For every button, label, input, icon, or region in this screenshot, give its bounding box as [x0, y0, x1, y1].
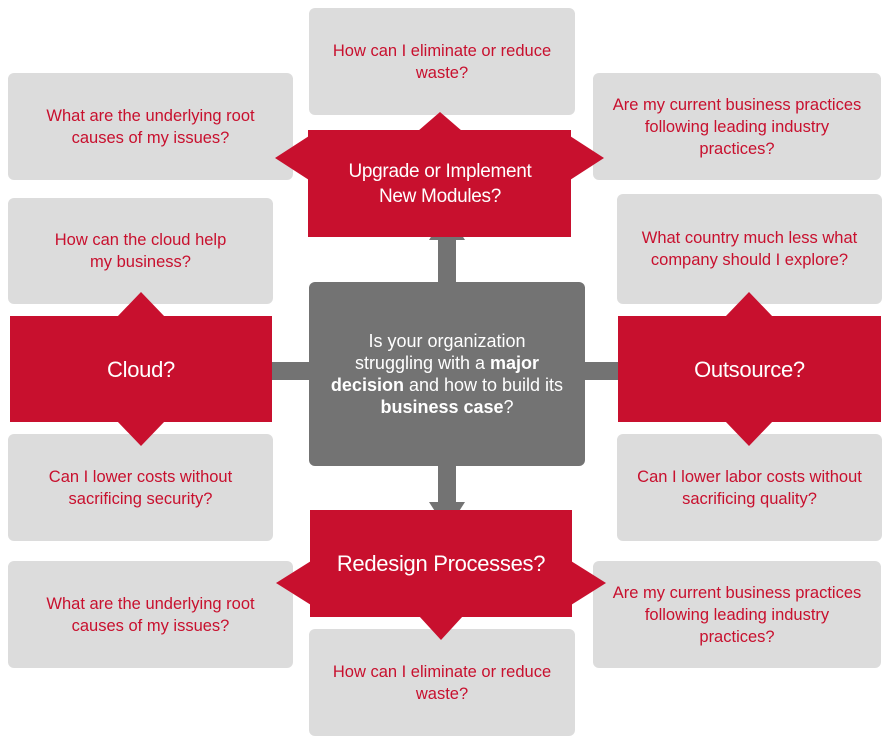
question-box-bottom-left [8, 561, 293, 668]
question-right-lower: Can I lower labor costs without sacrific… [637, 467, 862, 508]
center-text-2: and how to build its [403, 375, 564, 395]
option-left-shape [10, 316, 272, 422]
center-text-1: Is your organization struggling with a [354, 331, 526, 373]
question-box-top-left [8, 73, 293, 180]
option-left-arrow-down [117, 421, 165, 446]
option-top-arrow-up [418, 112, 462, 131]
option-top-arrow-right [570, 136, 604, 180]
question-box-right-lower [617, 434, 882, 541]
center-question: Is your organization struggling with a m… [309, 282, 585, 466]
center-text-3: ? [503, 397, 514, 417]
option-bottom-label: Redesign Processes? [336, 551, 546, 576]
option-right-arrow-up [725, 292, 773, 317]
option-top-arrow-left [275, 136, 309, 180]
center-box-shape [309, 282, 585, 466]
question-left-lower: Can I lower costs without sacrificing se… [48, 467, 233, 508]
option-bottom-arrow-down [419, 616, 463, 640]
option-right-arrow-down [725, 421, 773, 446]
connector-bottom [438, 464, 456, 510]
option-left-label: Cloud? [107, 356, 175, 382]
center-bold-2: business case [380, 397, 504, 417]
question-bottom-center: How can I eliminate or reduce waste? [332, 662, 552, 703]
question-box-bottom-center [309, 629, 575, 736]
connector-top [438, 236, 456, 284]
connector-left [262, 362, 311, 380]
option-top-shape [308, 130, 571, 237]
question-top-left: What are the underlying root causes of m… [46, 106, 255, 147]
question-left-upper: How can the cloud help my business? [54, 231, 227, 271]
question-box-top-center [309, 8, 575, 115]
question-box-left-upper [8, 198, 273, 304]
question-box-right-upper [617, 194, 882, 304]
question-box-top-right [593, 73, 881, 180]
option-right-shape [618, 316, 881, 422]
center-bold-1: major decision [330, 353, 540, 395]
question-top-right: Are my current business practices follow… [612, 95, 862, 158]
option-bottom-shape [310, 510, 572, 617]
question-box-left-lower [8, 434, 273, 541]
option-bottom-arrow-left [276, 561, 311, 605]
question-bottom-right: Are my current business practices follow… [612, 583, 862, 646]
question-box-bottom-right [593, 561, 881, 668]
question-bottom-left: What are the underlying root causes of m… [46, 594, 255, 635]
question-top-center: How can I eliminate or reduce waste? [332, 41, 552, 82]
connector-right [583, 362, 625, 380]
option-bottom-arrow-right [571, 561, 606, 605]
center-question-text: Is your organization struggling with a m… [329, 330, 565, 418]
question-right-upper: What country much less what company shou… [641, 229, 858, 269]
option-top-label: Upgrade or Implement New Modules? [348, 160, 532, 207]
option-right-label: Outsource? [694, 356, 805, 382]
option-left-arrow-up [117, 292, 165, 317]
